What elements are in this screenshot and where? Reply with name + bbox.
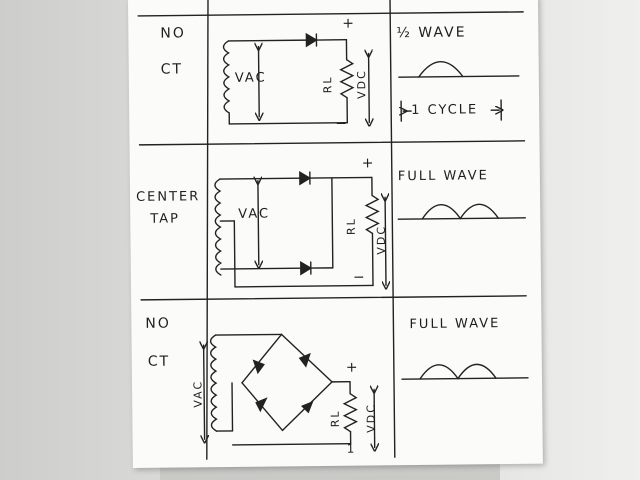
row3-plus: + (345, 359, 360, 376)
rectifier-diagram (137, 0, 529, 460)
row3-label-line1: NO (145, 315, 171, 332)
row1-plus: + (342, 15, 357, 32)
grid-top (137, 11, 524, 17)
half-wave-waveform (398, 61, 520, 122)
row2-output-label: VDC (374, 224, 389, 255)
row1-output-label: VDC (355, 69, 369, 99)
row1-label-line2: CT (160, 61, 184, 78)
bridge-waveform (401, 363, 529, 380)
row1-source-label: VAC (234, 70, 267, 86)
half-wave-circuit (222, 32, 369, 124)
row2-label-line2: TAP (150, 211, 181, 227)
row3-source-label: VAC (191, 379, 205, 408)
row1-minus: − (335, 115, 350, 132)
row3-load-label: RL (328, 409, 342, 428)
grid-col2 (389, 0, 396, 458)
row1-cycle-label: 1 CYCLE (411, 102, 479, 119)
row2-plus: + (361, 155, 376, 172)
paper-sheet: NO CT VAC RL VDC + − ½ WAVE 1 CYCLE CENT… (128, 0, 543, 468)
row3-output-label: VDC (364, 403, 378, 433)
row2-label-line1: CENTER (135, 189, 201, 205)
center-tap-circuit (214, 170, 386, 287)
row3-minus: 1 (346, 441, 357, 456)
row3-waveform-title: FULL WAVE (409, 316, 501, 333)
grid-row2 (140, 295, 527, 301)
row2-source-label: VAC (238, 206, 271, 222)
row1-label-line1: NO (160, 25, 186, 42)
row2-waveform-title: FULL WAVE (397, 168, 489, 185)
row3-label-line2: CT (147, 353, 171, 370)
row1-load-label: RL (321, 75, 335, 94)
row1-waveform-title: ½ WAVE (396, 24, 467, 42)
center-tap-waveform (397, 203, 527, 220)
grid-row1 (138, 140, 526, 146)
row2-load-label: RL (344, 217, 358, 236)
bridge-circuit (204, 333, 375, 449)
row2-minus: − (352, 269, 367, 286)
